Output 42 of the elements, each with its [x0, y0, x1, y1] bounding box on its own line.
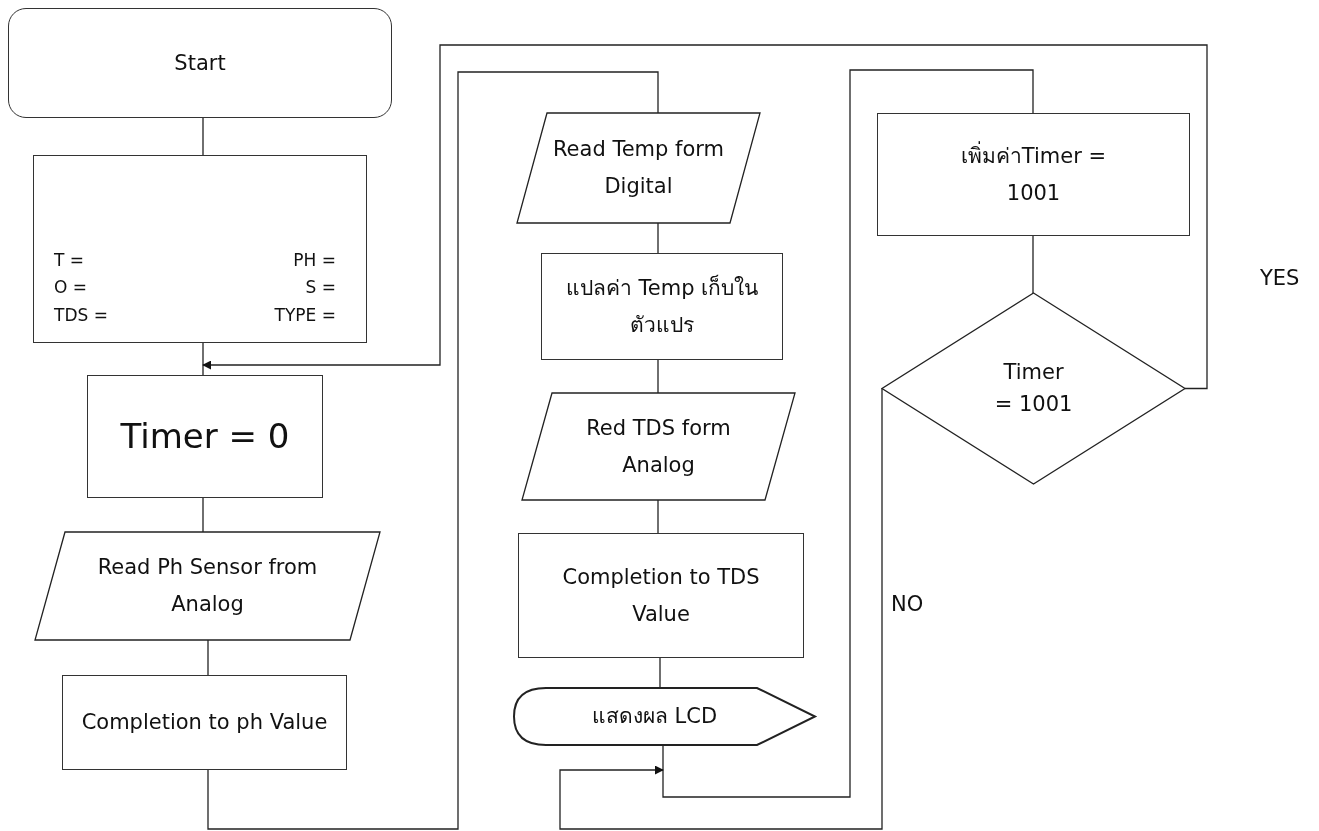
connector-line: [202, 117, 204, 156]
connector-line: [657, 222, 659, 254]
process-box: [87, 375, 323, 498]
decision-diamond: [882, 293, 1185, 484]
connector-line: [659, 657, 661, 689]
process-box: [62, 675, 347, 770]
terminal-box: [8, 8, 392, 118]
process-box: [877, 113, 1190, 236]
node-text: Start: [174, 49, 226, 77]
input-parallelogram: [517, 113, 760, 223]
node-text: Completion to ph Value: [81, 709, 328, 737]
connector-line: [1032, 235, 1034, 294]
node-text: Completion to TDS Value: [561, 563, 761, 628]
node-text: S =: [305, 276, 336, 300]
node-text: Timer = 1001: [993, 359, 1074, 418]
input-parallelogram: [35, 532, 380, 640]
connector-line: [207, 71, 659, 830]
node-text: PH =: [293, 248, 336, 272]
input-parallelogram: [522, 393, 795, 500]
node-text: แสดงผล LCD: [591, 703, 718, 731]
arrow: [202, 44, 1208, 390]
connector-line: [657, 499, 659, 534]
node-text: Read Ph Sensor from Analog: [96, 554, 319, 618]
process-box: [518, 533, 804, 658]
display-shape: [514, 688, 815, 745]
connector-line: [657, 359, 659, 394]
node-text: T =: [54, 248, 85, 272]
node-text: TYPE =: [274, 304, 336, 328]
process-box: [541, 253, 783, 360]
node-text: แปลค่า Temp เก็บในตัวแปร: [564, 273, 760, 339]
node-text: O =: [54, 276, 88, 300]
node-text: Timer = 0: [120, 414, 290, 458]
connector-line: [202, 342, 204, 376]
node-text: TDS =: [54, 304, 108, 328]
arrow: [559, 387, 883, 830]
node-text: เพิ่มค่าTimer = 1001: [959, 140, 1108, 207]
connector-line: [662, 69, 1034, 798]
connector-line: [202, 497, 204, 533]
node-text: Read Temp form Digital: [551, 136, 725, 200]
node-text: Red TDS form Analog: [585, 414, 732, 479]
variable-box: [33, 155, 367, 343]
connector-line: [207, 639, 209, 676]
